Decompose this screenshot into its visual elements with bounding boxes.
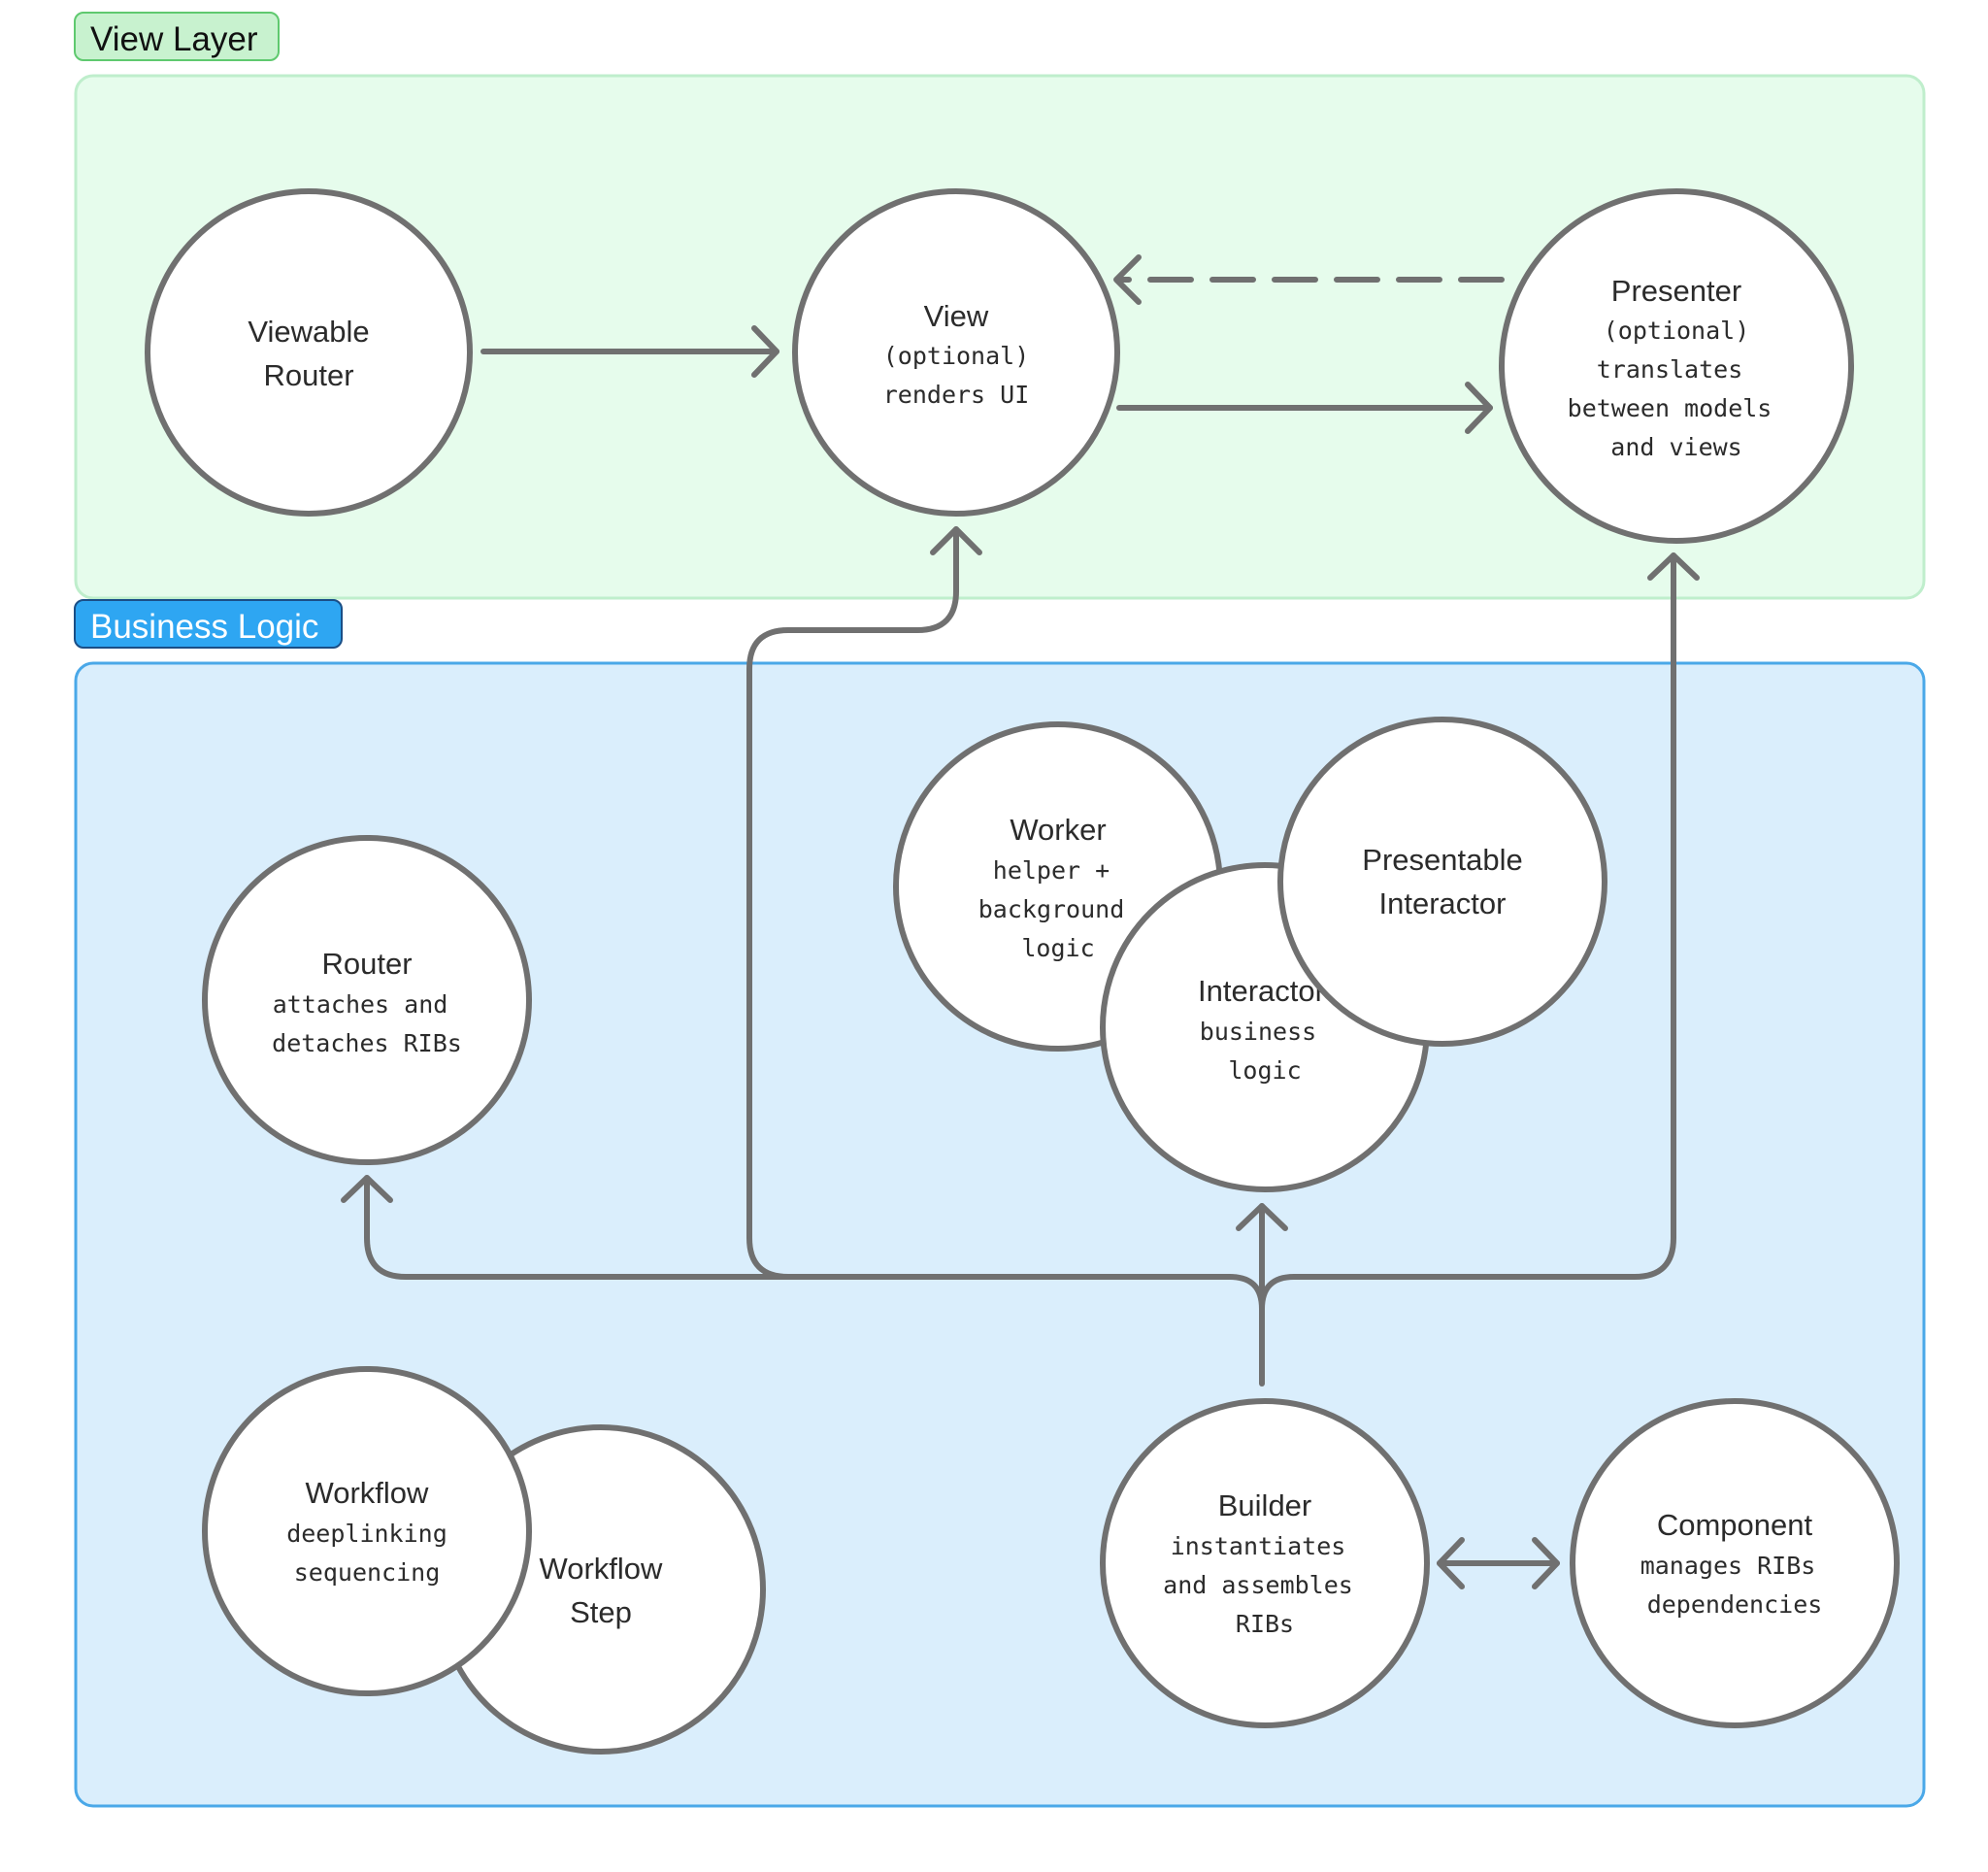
builder-title: Builder bbox=[1218, 1488, 1312, 1522]
arrows bbox=[341, 254, 1700, 1589]
router-title: Router bbox=[321, 947, 412, 981]
arrow-builder-to-view bbox=[746, 526, 959, 1280]
builder-desc-line1: instantiates bbox=[1171, 1532, 1346, 1560]
node-viewable-router: Viewable Router bbox=[145, 188, 473, 517]
worker-desc-line2: background bbox=[978, 895, 1125, 923]
presentable-interactor-title-line2: Interactor bbox=[1379, 886, 1507, 920]
node-builder: Builder instantiates and assembles RIBs bbox=[1100, 1398, 1430, 1728]
arrowhead-router bbox=[341, 1175, 393, 1203]
arrowhead-view-dashed bbox=[1113, 254, 1142, 305]
presenter-desc-line3: between models bbox=[1568, 394, 1773, 422]
node-component: Component manages RIBs dependencies bbox=[1570, 1398, 1900, 1728]
arrowhead-interactor bbox=[1236, 1203, 1288, 1231]
view-layer-label: View Layer bbox=[90, 20, 258, 58]
view-title: View bbox=[924, 299, 989, 333]
node-workflow: Workflow deeplinking sequencing bbox=[202, 1366, 532, 1696]
presentable-interactor-title-line1: Presentable bbox=[1362, 843, 1522, 877]
presenter-desc-line1: (optional) bbox=[1604, 317, 1750, 345]
business-logic-label: Business Logic bbox=[90, 608, 318, 646]
builder-desc-line3: RIBs bbox=[1236, 1610, 1294, 1638]
view-desc-line1: (optional) bbox=[883, 342, 1030, 370]
arrowhead-component bbox=[1532, 1537, 1560, 1589]
component-desc-line1: manages RIBs bbox=[1640, 1552, 1816, 1580]
node-view: View (optional) renders UI bbox=[792, 188, 1120, 517]
component-title: Component bbox=[1657, 1508, 1813, 1542]
viewable-router-title-line1: Viewable bbox=[248, 315, 369, 349]
arrowhead-view-up bbox=[930, 526, 982, 555]
workflow-desc-line2: sequencing bbox=[294, 1558, 441, 1587]
arrow-builder-to-router bbox=[364, 1175, 1265, 1312]
router-desc-line2: detaches RIBs bbox=[272, 1029, 462, 1057]
worker-title: Worker bbox=[1010, 813, 1106, 847]
arrowhead-view-left bbox=[751, 325, 779, 378]
node-router: Router attaches and detaches RIBs bbox=[202, 835, 532, 1165]
builder-desc-line2: and assembles bbox=[1163, 1571, 1353, 1599]
router-desc-line1: attaches and bbox=[273, 990, 448, 1019]
arrowhead-presenter-up bbox=[1647, 552, 1700, 581]
presenter-title: Presenter bbox=[1611, 274, 1741, 308]
workflow-desc-line1: deeplinking bbox=[286, 1520, 447, 1548]
arrow-builder-to-presenter bbox=[1259, 552, 1676, 1312]
business-logic-tag: Business Logic bbox=[74, 599, 343, 649]
workflow-step-title-line2: Step bbox=[570, 1595, 632, 1629]
worker-desc-line1: helper + bbox=[993, 856, 1110, 885]
node-presentable-interactor: Presentable Interactor bbox=[1277, 717, 1607, 1047]
workflow-step-title-line1: Workflow bbox=[540, 1552, 664, 1586]
interactor-desc-line1: business bbox=[1200, 1018, 1316, 1046]
view-layer-tag: View Layer bbox=[74, 12, 280, 61]
interactor-desc-line2: logic bbox=[1228, 1056, 1301, 1085]
view-desc-line2: renders UI bbox=[883, 381, 1030, 409]
presenter-desc-line4: and views bbox=[1610, 433, 1741, 461]
node-presenter: Presenter (optional) translates between … bbox=[1499, 188, 1854, 544]
arrowhead-builder bbox=[1437, 1537, 1465, 1589]
component-desc-line2: dependencies bbox=[1647, 1590, 1823, 1619]
workflow-title: Workflow bbox=[306, 1476, 430, 1510]
presenter-desc-line2: translates bbox=[1597, 355, 1743, 384]
worker-desc-line3: logic bbox=[1021, 934, 1094, 962]
interactor-title: Interactor bbox=[1198, 974, 1325, 1008]
viewable-router-title-line2: Router bbox=[263, 358, 353, 392]
arrowhead-presenter-left bbox=[1465, 382, 1493, 434]
